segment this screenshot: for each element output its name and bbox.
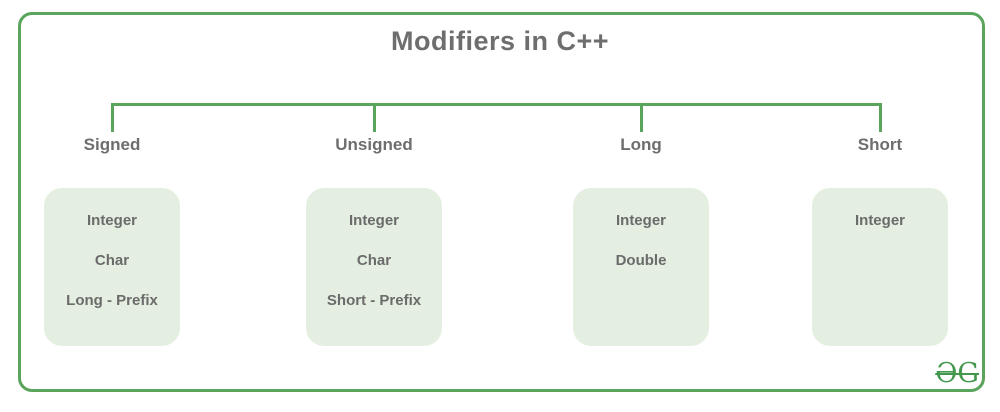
connector-tick	[110, 103, 114, 132]
branch-label: Short	[857, 135, 903, 154]
diagram-title: Modifiers in C++	[390, 26, 610, 56]
box-item: Double	[615, 252, 667, 269]
branch-label: Unsigned	[335, 135, 413, 154]
branch-unsigned: Unsigned Integer Char Short - Prefix	[306, 103, 442, 346]
box-item: Char	[94, 252, 130, 269]
box-item: Integer	[348, 212, 399, 229]
connector-horizontal-line	[112, 103, 882, 106]
diagram-outer-border	[18, 12, 985, 392]
branch-box: Integer Double	[573, 188, 709, 346]
branch-signed: Signed Integer Char Long - Prefix	[44, 103, 180, 346]
box-item: Integer	[615, 212, 666, 229]
box-item: Long - Prefix	[66, 292, 158, 309]
branch-long: Long Integer Double	[573, 103, 709, 346]
branch-box: Integer	[812, 188, 948, 346]
branch-short: Short Integer	[812, 103, 948, 346]
branch-label: Long	[620, 135, 662, 154]
branch-box: Integer Char Long - Prefix	[44, 188, 180, 346]
box-item: Integer	[854, 212, 905, 229]
branch-box: Integer Char Short - Prefix	[306, 188, 442, 346]
connector-tick	[639, 103, 643, 132]
box-item: Short - Prefix	[326, 292, 422, 309]
box-item: Integer	[86, 212, 137, 229]
box-item: Char	[356, 252, 392, 269]
geeksforgeeks-logo: ƏG	[935, 358, 979, 389]
branch-label: Signed	[83, 135, 141, 154]
connector-tick	[878, 103, 882, 132]
connector-tick	[372, 103, 376, 132]
